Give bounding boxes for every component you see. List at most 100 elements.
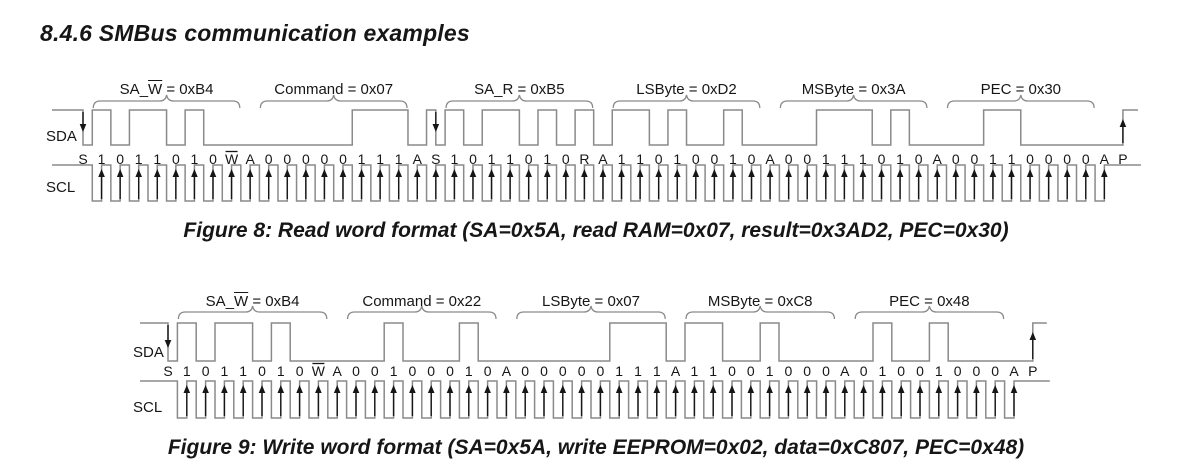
- scl-arrowhead-up-icon: [277, 385, 285, 393]
- bit-symbol: 0: [915, 151, 923, 167]
- bit-symbol: 1: [618, 151, 626, 167]
- bit-symbol: 0: [822, 363, 830, 379]
- scl-arrowhead-up-icon: [897, 385, 905, 393]
- scl-arrowhead-up-icon: [390, 385, 397, 393]
- scl-arrowhead-up-icon: [578, 385, 585, 393]
- scl-arrowhead-up-icon: [841, 169, 848, 177]
- scl-arrowhead-up-icon: [283, 169, 291, 177]
- scl-arrowhead-up-icon: [358, 169, 365, 177]
- scl-arrowhead-up-icon: [1008, 169, 1015, 177]
- segment-label: SA_W = 0xB4: [205, 293, 300, 310]
- bit-symbol: 0: [597, 363, 605, 379]
- bit-symbol: 0: [747, 363, 755, 379]
- bit-symbol: 1: [653, 363, 661, 379]
- scl-arrowhead-up-icon: [333, 385, 341, 393]
- scl-arrowhead-up-icon: [296, 385, 303, 393]
- bit-symbol: 1: [395, 151, 403, 167]
- segment-label: LSByte = 0x07: [542, 293, 640, 310]
- bit-symbol: 0: [559, 363, 567, 379]
- segment-brace: [946, 94, 1095, 109]
- bit-symbol: 0: [116, 151, 124, 167]
- bit-symbol: 0: [710, 151, 718, 167]
- bit-symbol: A: [765, 151, 775, 167]
- segment-label: MSByte = 0xC8: [707, 293, 813, 310]
- scl-arrowhead-up-icon: [653, 385, 661, 393]
- bit-symbol: 0: [803, 151, 811, 167]
- sda-signal-label: SDA: [46, 128, 77, 145]
- bit-symbol: A: [333, 363, 343, 379]
- scl-arrowhead-up-icon: [413, 169, 421, 177]
- scl-arrowhead-up-icon: [239, 385, 247, 393]
- bit-symbol: 0: [954, 363, 962, 379]
- scl-arrowhead-up-icon: [915, 169, 922, 177]
- scl-arrowhead-up-icon: [655, 169, 662, 177]
- scl-arrowhead-up-icon: [352, 385, 360, 393]
- segment-label: PEC = 0x30: [980, 81, 1062, 98]
- bit-symbol: 1: [390, 363, 398, 379]
- scl-arrowhead-up-icon: [860, 385, 867, 393]
- scl-arrowhead-up-icon: [971, 169, 978, 177]
- bit-symbol: 1: [935, 363, 943, 379]
- scl-arrowhead-up-icon: [465, 385, 473, 393]
- scl-arrowhead-up-icon: [559, 385, 567, 393]
- bit-symbol: 1: [615, 363, 623, 379]
- scl-arrowhead-up-icon: [503, 385, 510, 393]
- sda-waveform: [140, 322, 1047, 362]
- scl-arrowhead-up-icon: [525, 169, 532, 177]
- scl-arrowhead-up-icon: [599, 169, 607, 177]
- sda-signal-label: SDA: [133, 344, 164, 361]
- stop-arrowhead-up-icon: [1029, 332, 1037, 340]
- figure-9-caption: Figure 9: Write word format (SA=0x5A, wr…: [167, 436, 1025, 459]
- bit-symbol: 0: [525, 151, 533, 167]
- bit-symbol: 1: [896, 151, 904, 167]
- bit-symbol: 0: [785, 363, 793, 379]
- scl-arrowhead-up-icon: [1101, 169, 1108, 177]
- scl-arrowhead-up-icon: [488, 169, 495, 177]
- bit-symbol: 1: [879, 363, 887, 379]
- bit-symbol: 1: [239, 363, 247, 379]
- bit-symbol: 1: [135, 151, 143, 167]
- scl-arrowhead-up-icon: [879, 385, 886, 393]
- scl-arrowhead-up-icon: [321, 169, 328, 177]
- scl-arrowhead-up-icon: [672, 385, 679, 393]
- scl-arrowhead-up-icon: [172, 169, 180, 177]
- segment-label: SA_R = 0xB5: [474, 81, 565, 98]
- bit-symbol: 1: [729, 151, 737, 167]
- scl-arrowhead-up-icon: [692, 169, 700, 177]
- segment-label: MSByte = 0x3A: [801, 81, 906, 98]
- scl-arrowhead-up-icon: [766, 169, 774, 177]
- scl-arrowhead-up-icon: [521, 385, 529, 393]
- bit-symbol: 0: [897, 363, 905, 379]
- scl-arrowhead-up-icon: [451, 169, 458, 177]
- bit-symbol: P: [1118, 151, 1127, 167]
- segment-label: SA_W = 0xB4: [119, 81, 214, 98]
- scl-arrowhead-up-icon: [785, 385, 792, 393]
- scl-arrowhead-up-icon: [748, 169, 755, 177]
- scl-arrowhead-up-icon: [785, 169, 792, 177]
- bit-symbol: S: [78, 151, 87, 167]
- bit-symbol: 0: [952, 151, 960, 167]
- scl-arrowhead-up-icon: [469, 169, 477, 177]
- bit-symbol: 0: [655, 151, 663, 167]
- scl-arrowhead-up-icon: [634, 385, 642, 393]
- bit-symbol: 0: [296, 363, 304, 379]
- scl-arrowhead-up-icon: [265, 169, 272, 177]
- scl-arrowhead-up-icon: [376, 169, 384, 177]
- scl-arrowhead-up-icon: [803, 385, 811, 393]
- start-arrowhead-down-icon: [164, 340, 172, 348]
- scl-arrowhead-up-icon: [543, 169, 551, 177]
- bit-symbol: 1: [376, 151, 384, 167]
- scl-arrowhead-up-icon: [339, 169, 347, 177]
- bit-symbol: 1: [183, 363, 191, 379]
- bit-symbol: 1: [989, 151, 997, 167]
- bit-symbol: A: [245, 151, 255, 167]
- bit-symbol: 0: [1063, 151, 1071, 167]
- scl-arrowhead-up-icon: [135, 169, 143, 177]
- bit-symbol: 0: [172, 151, 180, 167]
- segment-label: LSByte = 0xD2: [636, 81, 737, 98]
- bit-symbol: 0: [878, 151, 886, 167]
- bit-symbol: W: [312, 363, 326, 379]
- segment-brace: [516, 305, 666, 320]
